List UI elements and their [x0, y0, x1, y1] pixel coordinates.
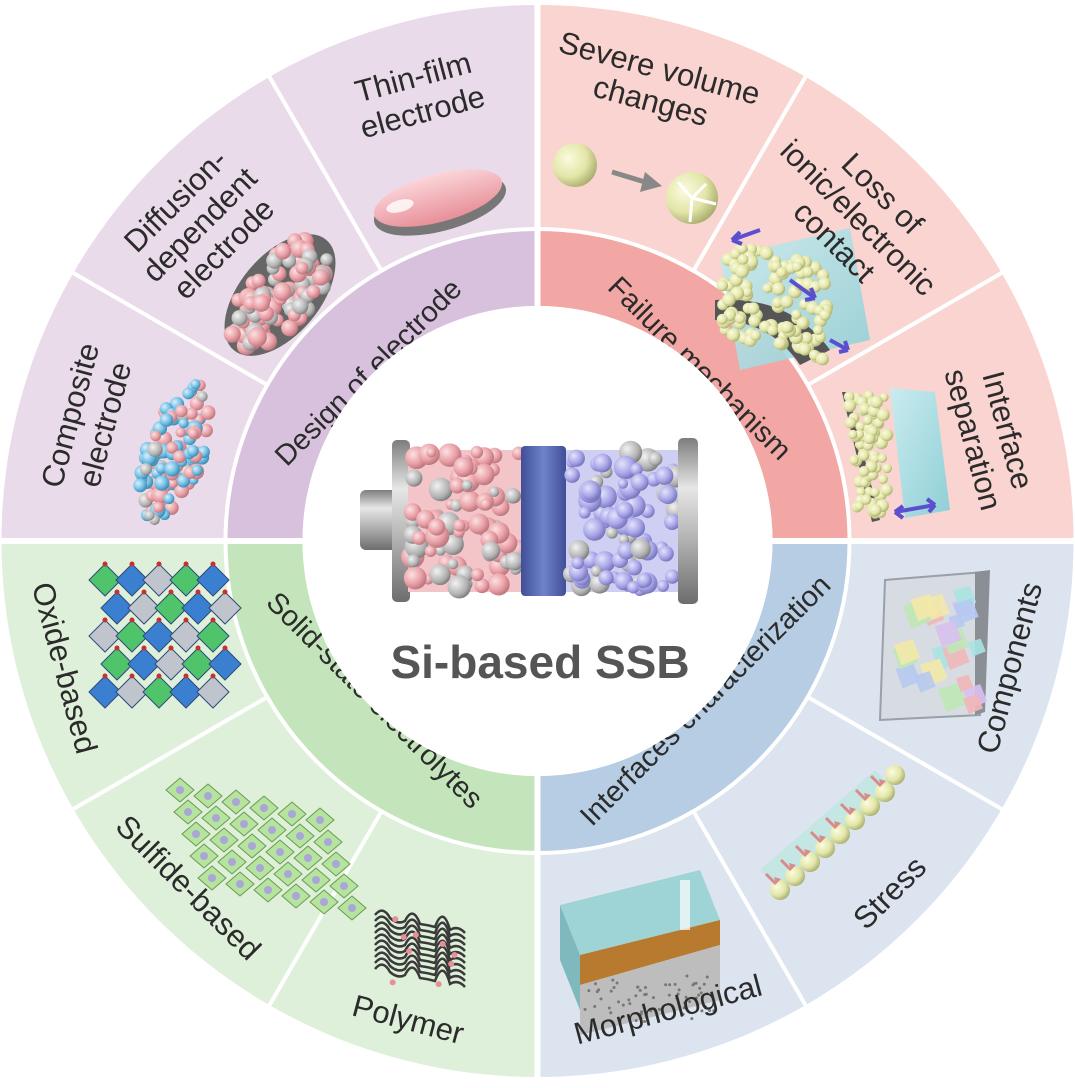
divider-radial	[70, 270, 269, 387]
divider-radial	[806, 695, 1005, 812]
sulfide-crystal-illustration	[165, 777, 367, 921]
diffusion-electrode-illustration	[223, 231, 336, 356]
volume-change-illustration	[553, 143, 718, 224]
oxide-crystal-illustration	[88, 561, 242, 709]
polymer-mesh-illustration	[374, 909, 466, 988]
center-title: Si-based SSB	[390, 636, 689, 688]
segment-inner-interfaces	[537, 541, 850, 853]
divider-radial	[691, 74, 809, 272]
contact-loss-illustration	[715, 228, 870, 370]
divider-radial	[266, 74, 384, 272]
composite-electrode-illustration	[133, 379, 216, 525]
ring-dividers	[0, 3, 1075, 1079]
divider-radial	[691, 810, 809, 1008]
divider-mid-ring	[223, 227, 852, 855]
interface-separation-illustration	[842, 388, 950, 522]
segment-inner-design	[225, 229, 538, 541]
morphological-illustration	[560, 870, 720, 1035]
illustrations	[88, 143, 990, 1035]
divider-radial	[806, 270, 1005, 387]
divider-radial	[70, 695, 269, 812]
segment-inner-electrolytes	[225, 541, 538, 853]
components-illustration	[878, 570, 990, 722]
stress-illustration	[760, 765, 905, 900]
battery-icon	[360, 438, 698, 604]
thin-film-illustration	[373, 169, 507, 236]
segment-inner-failure	[537, 229, 850, 541]
